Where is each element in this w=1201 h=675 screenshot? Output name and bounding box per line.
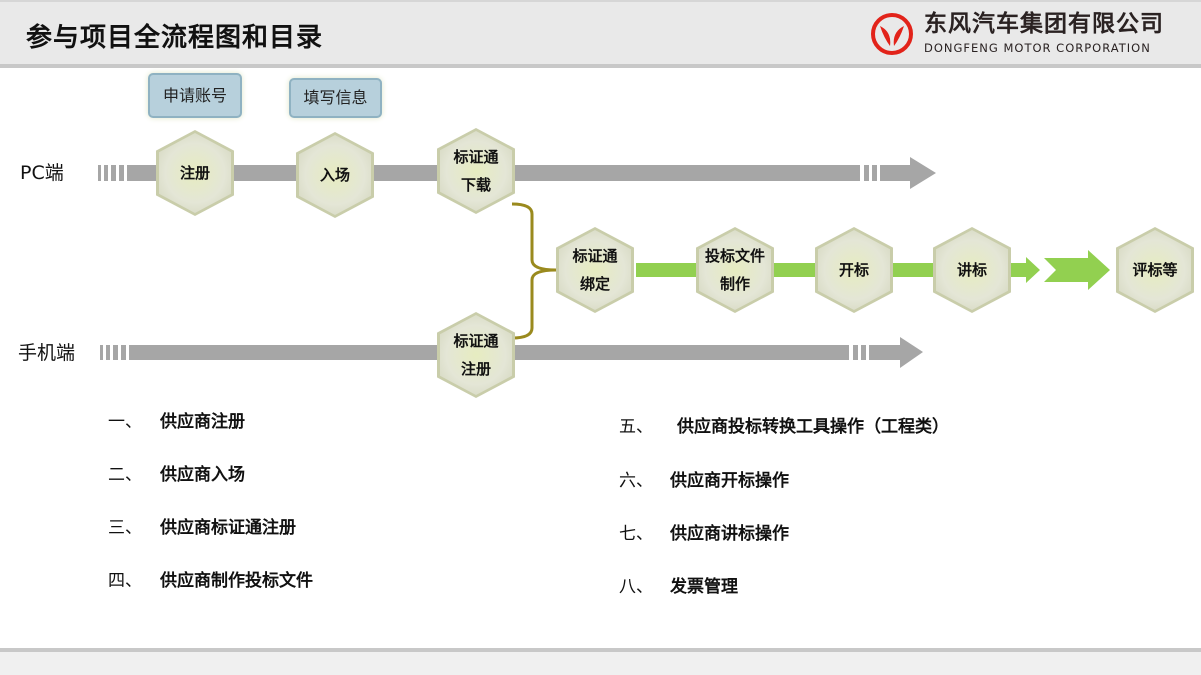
toc-item: 六、供应商开标操作	[619, 471, 789, 491]
note-apply-account: 申请账号	[148, 73, 242, 118]
step-bid-file: 投标文件制作	[696, 227, 774, 313]
toc-item: 一、供应商注册	[108, 412, 245, 432]
merge-bracket	[511, 202, 557, 340]
logo-chinese-name: 东风汽车集团有限公司	[924, 11, 1164, 37]
step-bid-presentation: 讲标	[933, 227, 1011, 313]
header-bar	[0, 0, 1201, 64]
step-entry: 入场	[296, 132, 374, 218]
page-title: 参与项目全流程图和目录	[26, 23, 324, 53]
step-cert-download: 标证通下载	[437, 128, 515, 214]
company-logo: 东风汽车集团有限公司 DONGFENG MOTOR CORPORATION	[870, 10, 1198, 58]
footer-bar	[0, 652, 1201, 675]
step-cert-register: 标证通注册	[437, 312, 515, 398]
logo-english-name: DONGFENG MOTOR CORPORATION	[924, 41, 1151, 55]
toc-item: 三、供应商标证通注册	[108, 518, 296, 538]
step-register: 注册	[156, 130, 234, 216]
header-divider	[0, 64, 1201, 68]
step-cert-bind: 标证通绑定	[556, 227, 634, 313]
mobile-label: 手机端	[18, 342, 76, 364]
toc-item: 八、发票管理	[619, 577, 738, 597]
toc-item: 五、供应商投标转换工具操作（工程类）	[619, 417, 949, 437]
toc-item: 七、供应商讲标操作	[619, 524, 789, 544]
toc-item: 四、供应商制作投标文件	[108, 571, 313, 591]
footer-divider	[0, 648, 1201, 652]
toc-item: 二、供应商入场	[108, 465, 245, 485]
pc-label: PC端	[20, 162, 64, 184]
step-bid-opening: 开标	[815, 227, 893, 313]
note-fill-info: 填写信息	[289, 78, 382, 118]
step-evaluation: 评标等	[1116, 227, 1194, 313]
dongfeng-logo-icon	[871, 13, 913, 55]
